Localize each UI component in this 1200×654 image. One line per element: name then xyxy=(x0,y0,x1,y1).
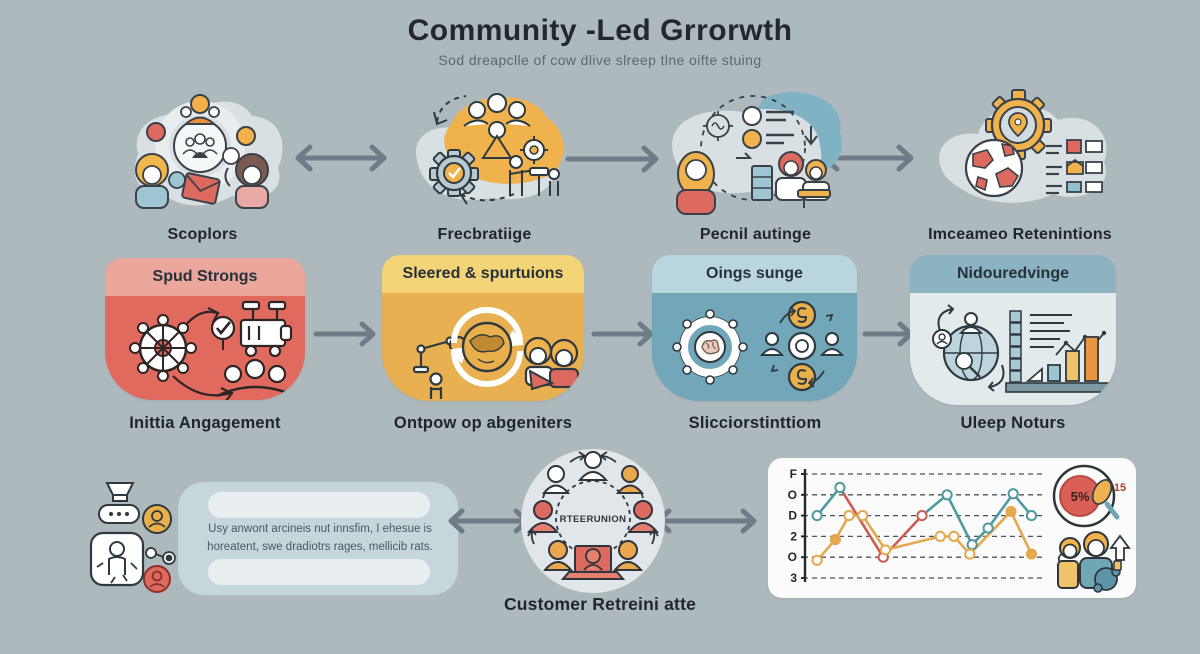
testimonial-panel: Usy anwont arcineis nut innsfim, I ehesu… xyxy=(178,482,458,595)
puzzle-globe-icon xyxy=(964,138,1024,198)
svg-text:D: D xyxy=(788,509,797,523)
stage-card-measure: Nidouredvinge xyxy=(910,255,1116,405)
percent-badge-icon: 5% 15 xyxy=(1052,464,1126,528)
avatar-red-icon xyxy=(143,565,171,593)
testimonial-text: Usy anwont arcineis nut innsfim, I ehesu… xyxy=(207,523,433,554)
orange-node-icon xyxy=(236,126,256,146)
badge-number: 15 xyxy=(1114,482,1126,494)
people-group-icon xyxy=(463,93,531,159)
cycle-center-label: RTEERUNION xyxy=(560,514,627,525)
small-gear-icon xyxy=(520,136,548,164)
stage-card-1-header: Spud Strongs xyxy=(105,258,305,296)
globe-cycle-icon xyxy=(450,307,524,387)
phone-icon xyxy=(222,147,240,187)
laptop-user-icon xyxy=(560,545,626,580)
svg-text:3: 3 xyxy=(790,571,797,585)
community-circle-illustration xyxy=(134,94,283,209)
scribble-gear-icon xyxy=(703,111,733,141)
red-node-icon xyxy=(146,122,166,142)
woman-left-icon xyxy=(135,153,169,209)
money-cycle-icon xyxy=(759,300,845,392)
gear-blob-icon xyxy=(1093,560,1122,593)
avatar-orange-icon xyxy=(142,504,172,534)
cycle-person-icon xyxy=(615,465,645,494)
top-item-label-3: Pecnil autinge xyxy=(699,226,812,243)
text-bar xyxy=(208,492,430,518)
cycle-arrows-icon xyxy=(527,451,659,545)
double-arrow-icon xyxy=(295,144,387,172)
audience-icon xyxy=(216,358,296,398)
feedback-icons-cluster xyxy=(89,482,176,593)
mid-label-2: Ontpow op abgeniters xyxy=(393,414,573,432)
stage-card-4-header: Nidouredvinge xyxy=(910,255,1116,293)
cycle-person-icon xyxy=(541,465,571,494)
growth-globe-icon xyxy=(932,304,1005,392)
woman-right-icon xyxy=(235,153,269,209)
mid-label-3: Slicciorstinttiom xyxy=(688,414,822,432)
gear-clock-icon xyxy=(429,149,479,197)
header: Community -Led Grrorwth Sod dreapclle of… xyxy=(0,14,1200,68)
chat-dots-icon xyxy=(98,504,140,524)
peer-support-illustration xyxy=(672,92,842,215)
desk-team-icon xyxy=(751,151,831,208)
svg-text:O: O xyxy=(788,488,797,502)
person-card-icon xyxy=(89,531,145,587)
right-arrow-icon xyxy=(313,321,376,347)
woman-icon xyxy=(676,151,716,215)
svg-text:2: 2 xyxy=(790,529,797,543)
mid-label-4: Uleep Noturs xyxy=(960,414,1066,432)
cycle-person-icon xyxy=(612,540,644,571)
envelope-icon xyxy=(181,172,221,205)
svg-text:F: F xyxy=(790,467,797,481)
down-arrow-icon xyxy=(804,126,818,146)
svg-text:O: O xyxy=(788,550,797,564)
machine-icon xyxy=(239,300,293,358)
right-arrow-icon xyxy=(565,145,659,173)
globe-team-icon xyxy=(412,307,580,399)
magnifier-icon xyxy=(1091,479,1120,520)
top-item-label-2: Frecbratiige xyxy=(437,226,532,243)
stage-card-3-header: Oings sunge xyxy=(652,255,857,293)
page-subtitle: Sod dreapclle of cow dlive slreep tlne o… xyxy=(438,52,762,68)
brain-coins-icon xyxy=(672,300,845,392)
mid-label-1: Inittia Angagement xyxy=(129,414,281,432)
cycle-person-icon xyxy=(626,500,660,533)
page-title: Community -Led Grrorwth xyxy=(407,14,793,47)
presenter-icon xyxy=(509,155,560,196)
stage-card-2-header: Sleered & spurtuions xyxy=(382,255,584,293)
stage-card-monetize: Oings sunge xyxy=(652,255,857,401)
check-circle-icon xyxy=(210,315,236,350)
globe-chart-icon xyxy=(932,304,1111,393)
wheel-machine-icon xyxy=(129,300,296,400)
brain-ring-icon xyxy=(672,309,748,385)
bar-chart-icon xyxy=(1005,310,1111,393)
colored-list-icon xyxy=(1046,139,1103,195)
link-nodes-icon xyxy=(145,547,176,565)
up-arrow-icon xyxy=(1109,534,1131,561)
top-item-label-1: Scoplors xyxy=(167,226,238,243)
text-bar xyxy=(208,559,430,585)
stage-card-outreach: Sleered & spurtuions xyxy=(382,255,584,401)
members-icon xyxy=(523,336,580,391)
bottom-caption: Customer Retreini atte xyxy=(503,594,697,614)
cycle-person-icon xyxy=(542,540,574,571)
retention-globe-illustration xyxy=(939,89,1107,203)
right-arrow-icon xyxy=(591,321,654,347)
funnel-icon xyxy=(105,482,135,502)
avatar-group-icon xyxy=(173,119,227,173)
top-item-label-4: Imceameo Retenintions xyxy=(928,226,1112,243)
coin-node-icon xyxy=(168,171,186,189)
stage-card-initial-engagement: Spud Strongs xyxy=(105,258,305,400)
small-arrow-icon xyxy=(736,152,753,159)
process-gear-illustration xyxy=(415,93,564,205)
retention-cycle-diagram: RTEERUNION xyxy=(521,449,665,593)
person-top-icon xyxy=(180,94,220,125)
stat-badge-cluster: 5% 15 xyxy=(1052,464,1131,593)
cycle-person-icon xyxy=(577,451,609,481)
ship-wheel-icon xyxy=(129,314,197,382)
percent-value: 5% xyxy=(1071,489,1090,504)
checklist-icon xyxy=(742,106,794,149)
